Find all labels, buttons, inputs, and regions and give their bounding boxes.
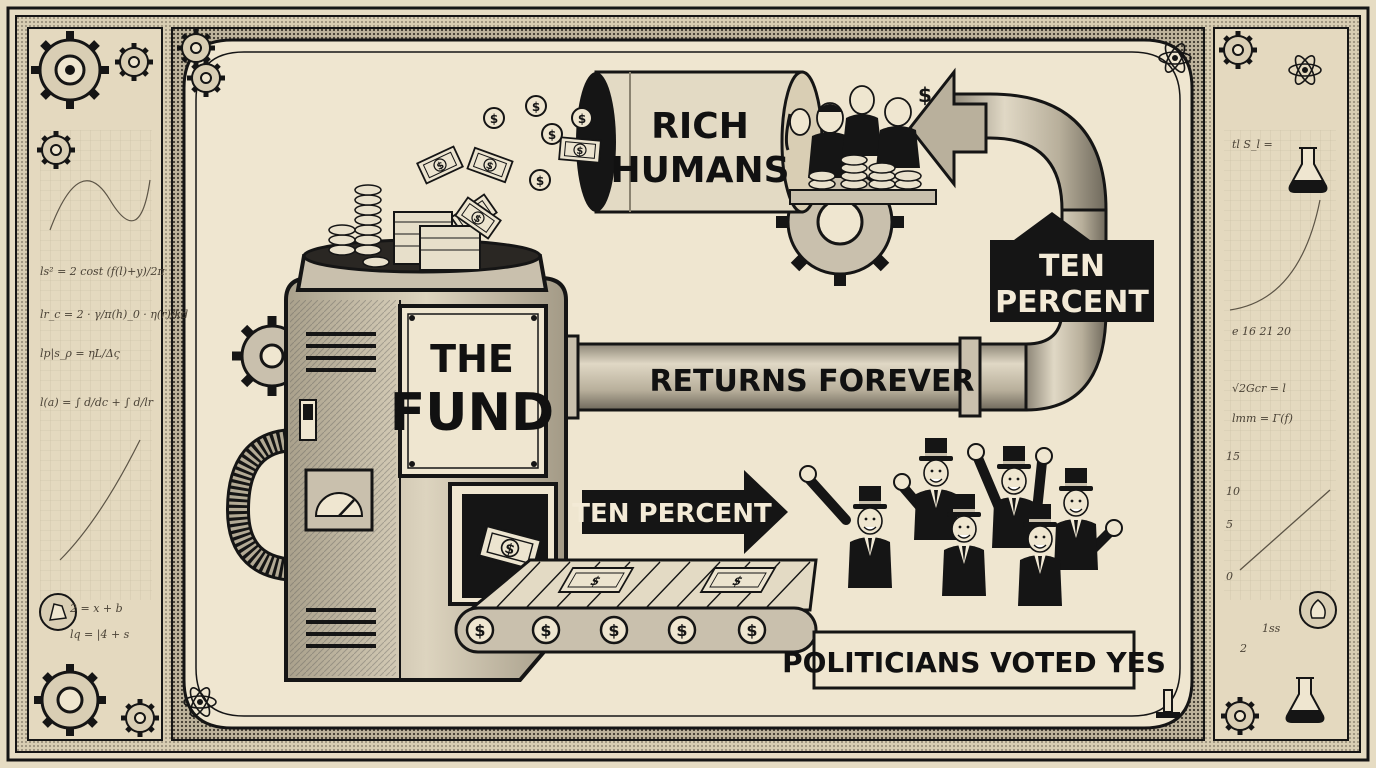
margin-note: 15 — [1226, 450, 1240, 463]
fund-label-line2: FUND — [390, 383, 554, 443]
rich-humans-line2: HUMANS — [610, 150, 789, 191]
margin-note: lr_c = 2 · γ/π(h)_0 · η(r)/kd — [40, 308, 188, 321]
svg-text:$: $ — [676, 621, 687, 640]
svg-text:$: $ — [746, 621, 757, 640]
left-margin-notes: ls² = 2 cost (f(l)+y)/2π lr_c = 2 · γ/π(… — [40, 179, 188, 642]
returns-pipe: RETURNS FOREVER — [554, 67, 1108, 420]
dollar-bill-icon: $ — [699, 567, 777, 593]
svg-text:$: $ — [548, 128, 556, 142]
margin-note: 10 — [1226, 485, 1240, 498]
lightbulb-icon — [1299, 591, 1337, 629]
svg-text:$: $ — [578, 112, 586, 126]
microscope-icon — [1156, 689, 1180, 718]
dollar-bill-icon — [558, 136, 602, 164]
rich-humans-line1: RICH — [651, 106, 749, 147]
fund-label-line1: THE — [430, 337, 514, 381]
ten-percent-right-arrow: TEN PERCENT — [572, 470, 788, 554]
rich-people-group: $ — [784, 83, 937, 205]
right-margin-notes: tl S_l = e 16 21 20 √2Gcr = l lmm = Γ(f)… — [1226, 138, 1331, 655]
flying-money: $ $ $ $ $ — [416, 95, 602, 237]
money-pile — [328, 184, 502, 271]
margin-note: 2 = x + b — [69, 602, 123, 615]
svg-text:$: $ — [474, 621, 485, 640]
hand-icon — [39, 593, 77, 631]
rich-humans-drum: RICH HUMANS $ — [576, 70, 937, 286]
margin-note: lq = |4 + s — [70, 628, 130, 642]
gear-icon — [31, 31, 109, 109]
margin-note: 2 — [1239, 642, 1247, 655]
pipe-label: RETURNS FOREVER — [649, 364, 974, 399]
coin-icon: $ $ $ $ $ — [465, 615, 767, 645]
margin-note: 0 — [1226, 570, 1233, 583]
politicians-group: POLITICIANS VOTED YES — [782, 437, 1166, 690]
dollar-bill-icon: $ — [557, 567, 635, 593]
arrow-left-icon — [908, 67, 988, 189]
gear-icon — [34, 664, 106, 736]
margin-note: 5 — [1226, 518, 1233, 531]
right-arrow-label: TEN PERCENT — [572, 499, 772, 529]
margin-note: 1ss — [1262, 622, 1281, 635]
margin-note: e 16 21 20 — [1232, 325, 1291, 338]
conveyor-belt: $ $ $ $ $ $ $ — [454, 558, 818, 654]
ten-percent-up-arrow: TEN PERCENT — [990, 212, 1154, 322]
politicians-label: POLITICIANS VOTED YES — [782, 646, 1166, 679]
svg-text:$: $ — [540, 621, 551, 640]
svg-text:$: $ — [490, 112, 498, 126]
up-arrow-label-line1: TEN — [1039, 249, 1105, 284]
border-ornaments — [31, 29, 1337, 737]
margin-note: lmm = Γ(f) — [1232, 412, 1293, 425]
gauge-icon — [304, 468, 374, 532]
margin-note: l(a) = ∫ d/dc + ∫ d/lr — [40, 396, 154, 409]
svg-text:$: $ — [532, 100, 540, 114]
svg-text:$: $ — [918, 83, 932, 107]
margin-note: lp|s_ρ = ηL/Δς — [40, 347, 121, 361]
svg-text:$: $ — [608, 621, 619, 640]
margin-note: ls² = 2 cost (f(l)+y)/2π — [40, 265, 166, 278]
coin-icon: $ $ $ $ $ — [483, 95, 593, 191]
margin-note: tl S_l = — [1232, 138, 1273, 151]
svg-text:$: $ — [536, 174, 544, 188]
margin-note: √2Gcr = l — [1232, 382, 1286, 395]
up-arrow-label-line2: PERCENT — [995, 285, 1149, 320]
